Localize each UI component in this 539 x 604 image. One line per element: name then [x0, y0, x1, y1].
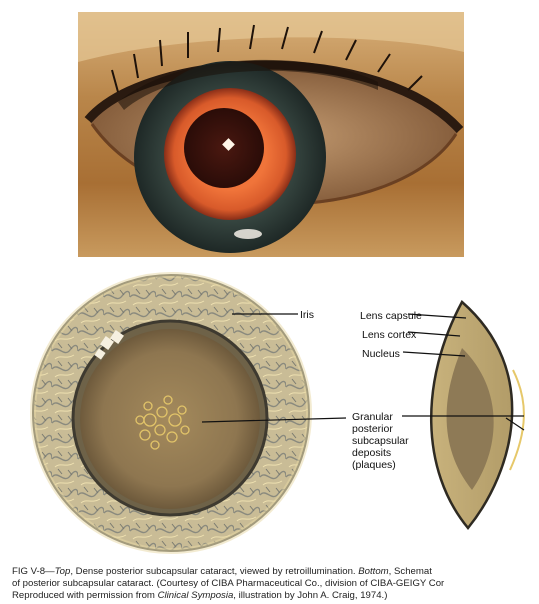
cataract-schematic: Iris Lens capsule Lens cortex Nucleus Gr…: [0, 270, 539, 560]
svg-text:Granular: Granular: [352, 411, 393, 423]
svg-text:(plaques): (plaques): [352, 459, 396, 471]
caption-line-3: Reproduced with permission from Clinical…: [12, 590, 539, 602]
schematic-drawing: Iris Lens capsule Lens cortex Nucleus Gr…: [0, 270, 539, 560]
caption-line-1: FIG V-8—Top, Dense posterior subcapsular…: [12, 566, 539, 578]
figure-caption: FIG V-8—Top, Dense posterior subcapsular…: [12, 566, 539, 602]
svg-text:deposits: deposits: [352, 447, 391, 459]
label-lens-capsule: Lens capsule: [360, 310, 422, 322]
label-iris: Iris: [300, 309, 314, 321]
front-view-lens: [33, 275, 309, 551]
label-lens-cortex: Lens cortex: [362, 329, 417, 341]
svg-text:subcapsular: subcapsular: [352, 435, 409, 447]
caption-line-2: of posterior subcapsular cataract. (Cour…: [12, 578, 539, 590]
svg-text:posterior: posterior: [352, 423, 393, 435]
label-nucleus: Nucleus: [362, 348, 400, 360]
side-view-lens: [431, 302, 524, 528]
label-deposits: Granular posterior subcapsular deposits …: [352, 411, 409, 471]
eye-photo-drawing: [78, 12, 464, 257]
eye-photograph: [78, 12, 464, 257]
